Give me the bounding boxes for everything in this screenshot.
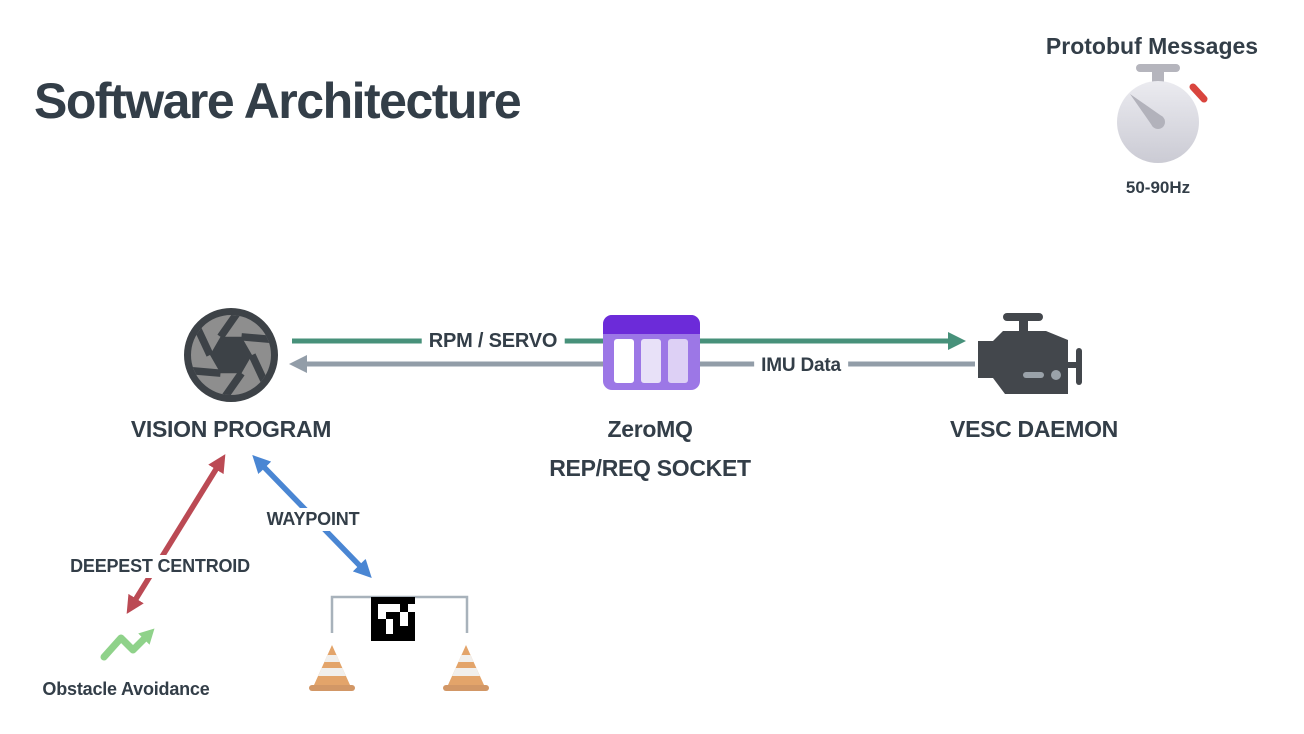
deepest-centroid-arrow	[126, 454, 226, 614]
zeromq-label: ZeroMQ	[607, 416, 693, 442]
aperture-center	[210, 336, 252, 374]
traffic-cone-right	[442, 645, 490, 691]
engine-body	[978, 313, 1082, 394]
marker-cell	[393, 611, 401, 619]
marker-cell	[393, 619, 401, 627]
stopwatch-button-cap	[1136, 64, 1180, 72]
engine-icon	[978, 313, 1082, 394]
waypoint-label: WAYPOINT	[259, 508, 367, 531]
marker-cell	[378, 611, 386, 619]
message-board-icon	[603, 315, 700, 390]
marker-cell	[378, 619, 386, 627]
engine-detail-dash	[1023, 372, 1044, 378]
marker-cell	[407, 619, 415, 627]
protobuf-rate-label: 50-90Hz	[1125, 178, 1191, 197]
aruco-marker	[371, 597, 415, 641]
stopwatch-red-tick	[1189, 83, 1208, 103]
marker-cell	[393, 626, 401, 634]
marker-cell	[378, 597, 386, 605]
marker-cell	[407, 633, 415, 641]
marker-cell	[400, 633, 408, 641]
zeromq-socket-label: REP/REQ SOCKET	[549, 455, 751, 481]
marker-cell	[400, 626, 408, 634]
deepest-centroid-label: DEEPEST CENTROID	[63, 555, 257, 578]
marker-cell	[407, 597, 415, 605]
vesc-daemon-label: VESC DAEMON	[950, 416, 1118, 442]
marker-cell	[400, 597, 408, 605]
marker-cell	[385, 611, 393, 619]
marker-cell	[371, 626, 379, 634]
marker-cell	[393, 597, 401, 605]
marker-cell	[407, 604, 415, 612]
board-header	[603, 315, 700, 334]
trending-up-icon	[100, 628, 155, 661]
marker-cell	[400, 611, 408, 619]
marker-cell	[371, 619, 379, 627]
marker-cell	[378, 604, 386, 612]
marker-cell	[371, 633, 379, 641]
marker-cell	[371, 611, 379, 619]
marker-cell	[385, 626, 393, 634]
board-column	[614, 339, 634, 383]
engine-detail-dot	[1051, 370, 1061, 380]
board-column	[641, 339, 661, 383]
board-column	[668, 339, 688, 383]
protobuf-messages-label: Protobuf Messages	[1045, 33, 1259, 59]
marker-cell	[385, 597, 393, 605]
marker-cell	[385, 619, 393, 627]
stopwatch-icon	[1117, 64, 1208, 163]
obstacle-avoidance-label: Obstacle Avoidance	[35, 678, 217, 701]
vision-program-label: VISION PROGRAM	[130, 416, 332, 442]
marker-cell	[393, 633, 401, 641]
traffic-cone-left	[308, 645, 356, 691]
marker-cell	[378, 626, 386, 634]
marker-cell	[371, 597, 379, 605]
imu-data-label: IMU Data	[754, 354, 848, 378]
marker-cell	[393, 604, 401, 612]
marker-cell	[385, 633, 393, 641]
marker-cell	[407, 611, 415, 619]
marker-cell	[400, 619, 408, 627]
marker-cell	[371, 604, 379, 612]
stopwatch-needle-hub	[1151, 115, 1165, 129]
camera-aperture-icon	[184, 308, 278, 402]
marker-cell	[400, 604, 408, 612]
marker-cell	[407, 626, 415, 634]
marker-cell	[378, 633, 386, 641]
page-title: Software Architecture	[34, 73, 522, 129]
marker-cell	[385, 604, 393, 612]
rpm-servo-label: RPM / SERVO	[421, 329, 565, 354]
